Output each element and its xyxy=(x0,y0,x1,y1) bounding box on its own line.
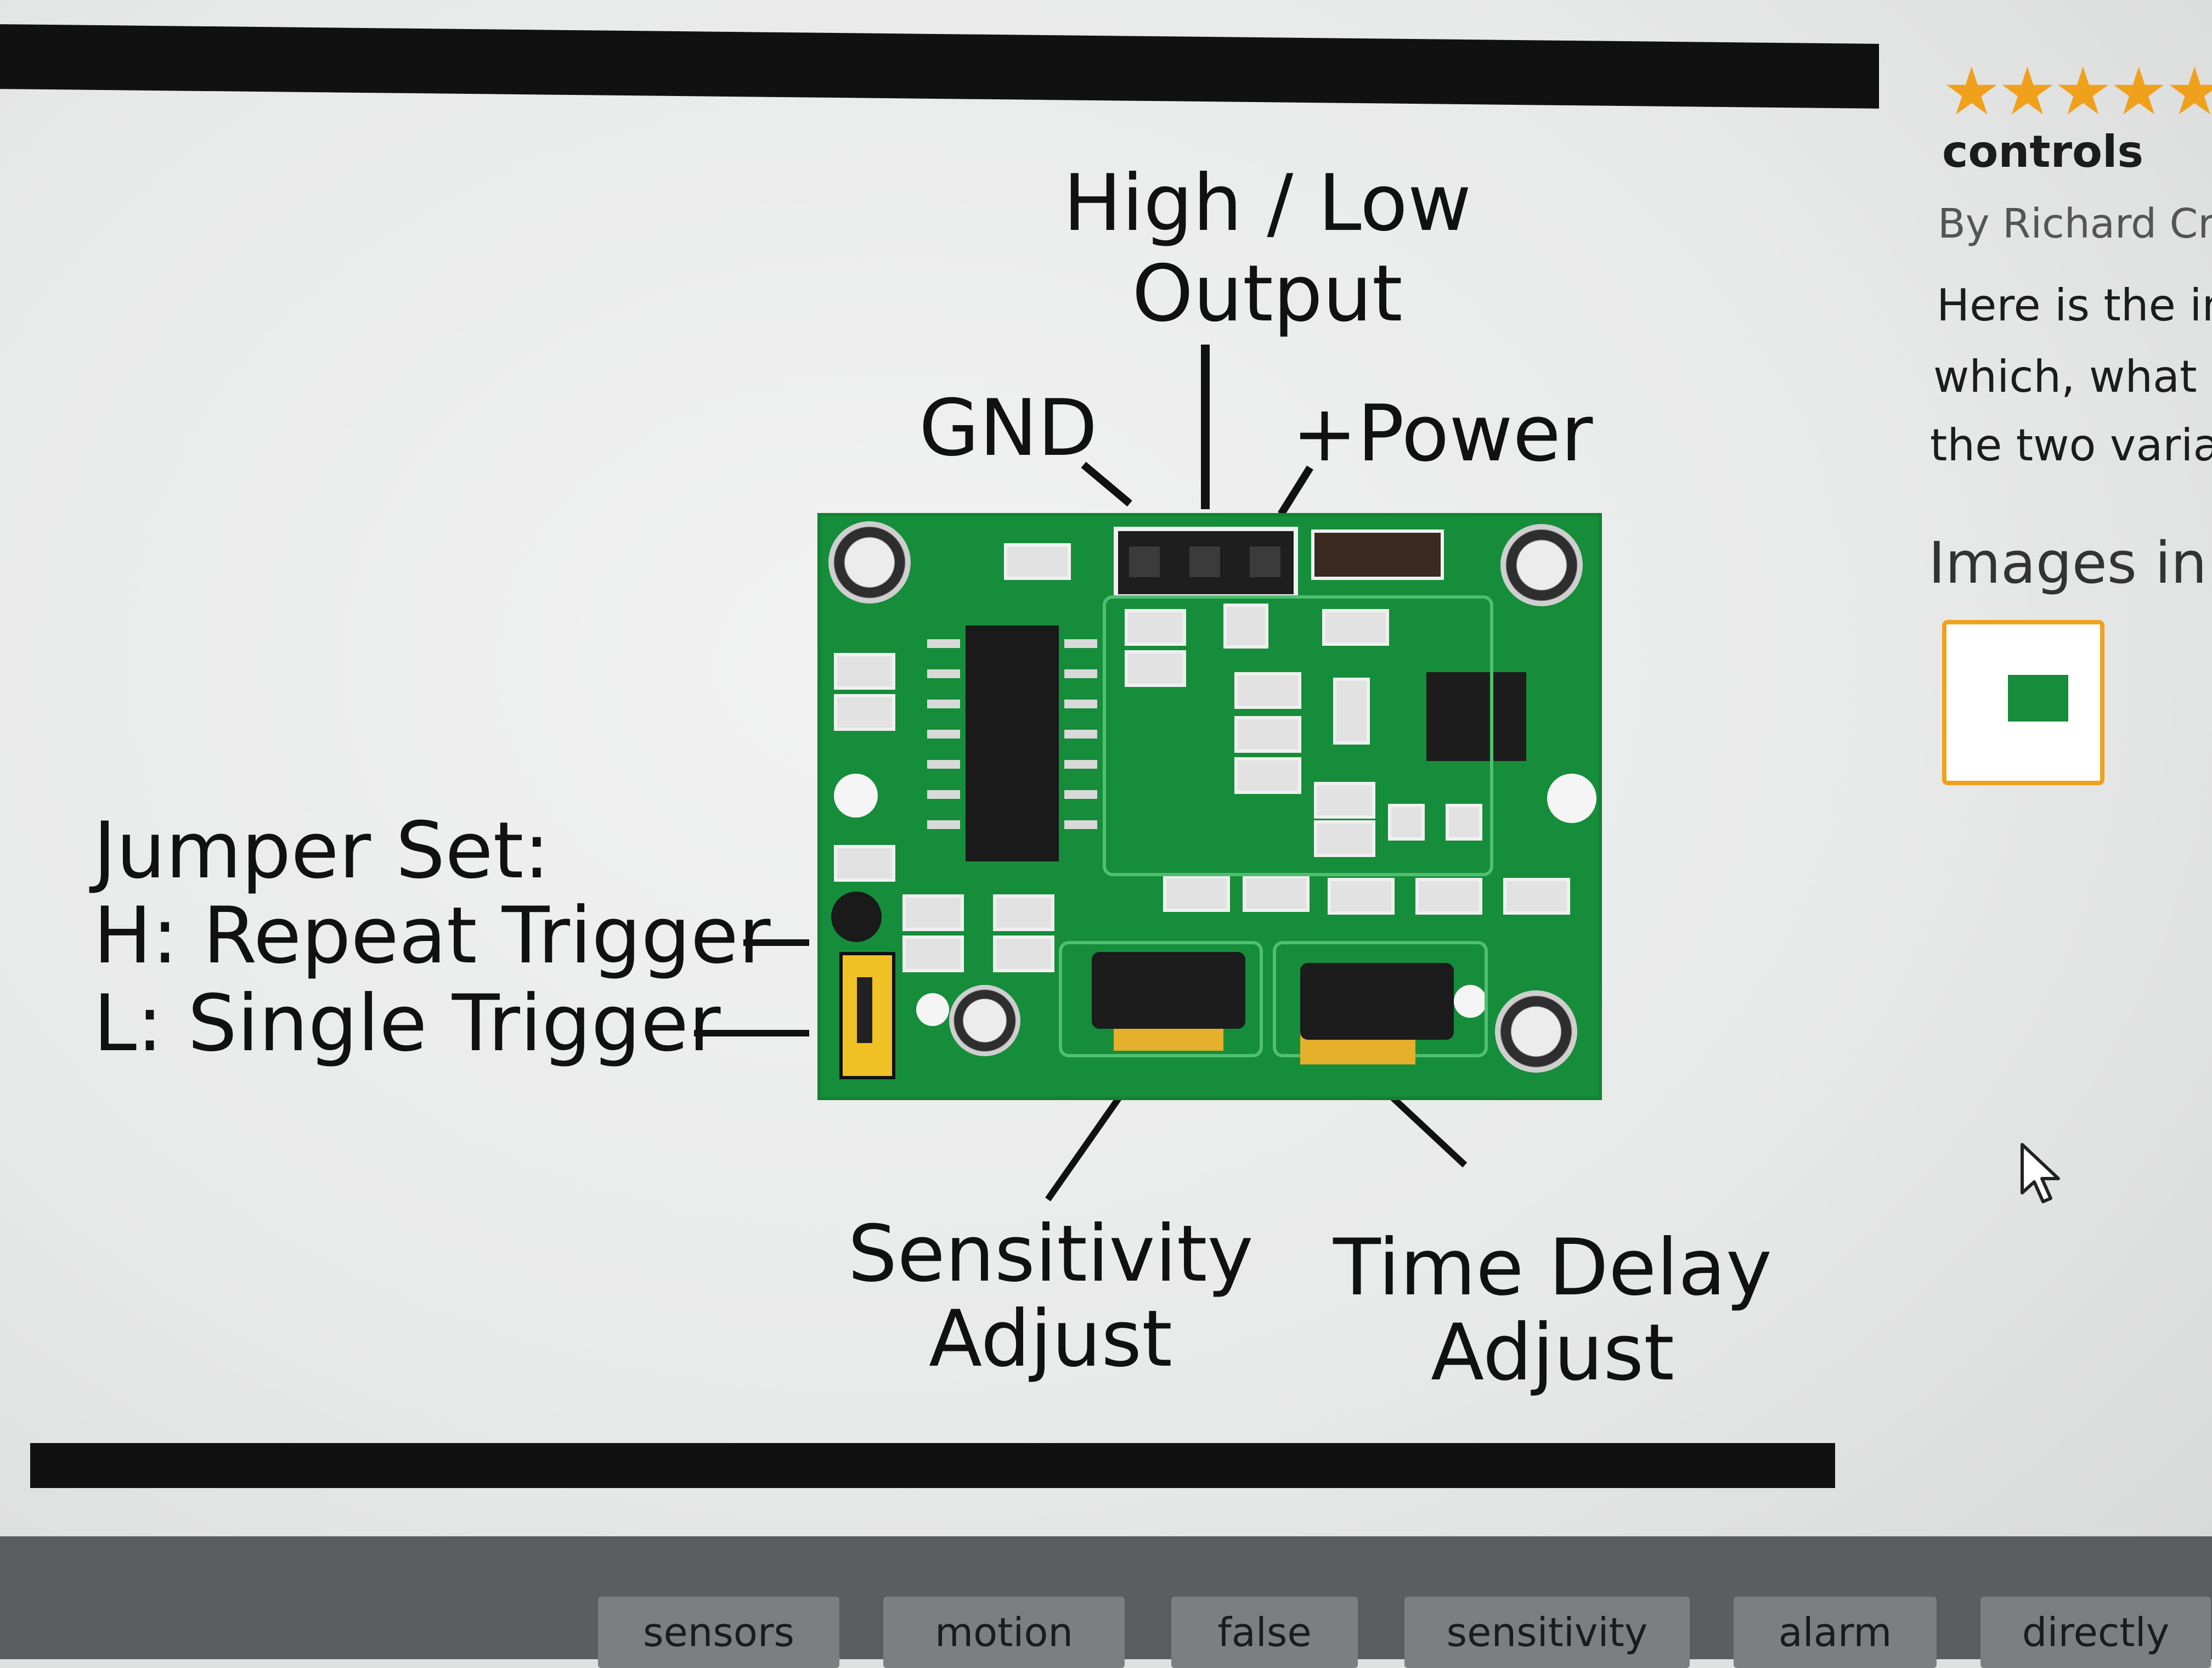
mount-hole-top-right xyxy=(1500,524,1583,606)
label-sensitivity: Sensitivity xyxy=(848,1209,1254,1299)
mouse-cursor-icon xyxy=(2021,1143,2060,1203)
review-body-line: which, what t xyxy=(1933,351,2212,402)
tag-alarm[interactable]: alarm xyxy=(1734,1597,1937,1668)
callout-gnd-line xyxy=(1081,461,1132,507)
review-body-line: Here is the in xyxy=(1937,280,2212,331)
mount-hole-bottom-right xyxy=(1495,990,1577,1073)
rating-stars: ★★★★★ xyxy=(1942,54,2212,130)
label-repeat-trigger: H: Repeat Trigger xyxy=(93,891,771,981)
tag-false[interactable]: false xyxy=(1171,1597,1358,1668)
board-hole xyxy=(1547,774,1596,823)
label-time-delay-adjust: Adjust xyxy=(1431,1308,1674,1398)
trigger-jumper xyxy=(839,952,895,1079)
mount-hole-top-left xyxy=(828,521,911,604)
callout-sensitivity-line xyxy=(1045,1087,1128,1202)
board-hole xyxy=(834,774,878,818)
callout-single-line xyxy=(694,1030,809,1036)
label-single-trigger: L: Single Trigger xyxy=(93,978,721,1069)
review-image-thumbnail[interactable] xyxy=(1942,620,2104,785)
images-heading: Images in t xyxy=(1928,529,2212,596)
tag-directly[interactable]: directly xyxy=(1980,1597,2211,1668)
board-hole xyxy=(916,993,949,1026)
sensitivity-potentiometer xyxy=(1092,952,1245,1029)
label-high-low: High / Low xyxy=(1063,158,1472,249)
voltage-regulator xyxy=(1426,672,1526,761)
review-body-line: the two variab xyxy=(1930,420,2212,471)
tag-sensitivity[interactable]: sensitivity xyxy=(1404,1597,1690,1668)
thumbnail-board xyxy=(2008,675,2068,722)
callout-output-line xyxy=(1201,345,1210,509)
label-power: +Power xyxy=(1292,388,1593,479)
label-sensitivity-adjust: Adjust xyxy=(929,1294,1172,1384)
label-gnd: GND xyxy=(919,383,1098,474)
pir-sensor-board xyxy=(817,513,1602,1100)
review-byline[interactable]: By Richard Cro xyxy=(1938,200,2212,247)
pin-header xyxy=(1114,527,1298,599)
tag-sensors[interactable]: sensors xyxy=(598,1597,839,1668)
image-bottom-border xyxy=(30,1443,1835,1488)
review-title: controls xyxy=(1942,126,2144,177)
capacitor xyxy=(949,985,1020,1056)
label-jumper-set: Jumper Set: xyxy=(93,805,550,896)
time-delay-potentiometer xyxy=(1300,963,1454,1040)
callout-repeat-line xyxy=(743,939,809,946)
ic-chip xyxy=(966,626,1059,861)
label-time-delay: Time Delay xyxy=(1333,1222,1772,1313)
diode xyxy=(1311,529,1444,580)
tag-motion[interactable]: motion xyxy=(883,1597,1125,1668)
label-output: Output xyxy=(1132,249,1403,339)
image-top-border xyxy=(0,24,1879,109)
board-hole xyxy=(1454,985,1487,1018)
